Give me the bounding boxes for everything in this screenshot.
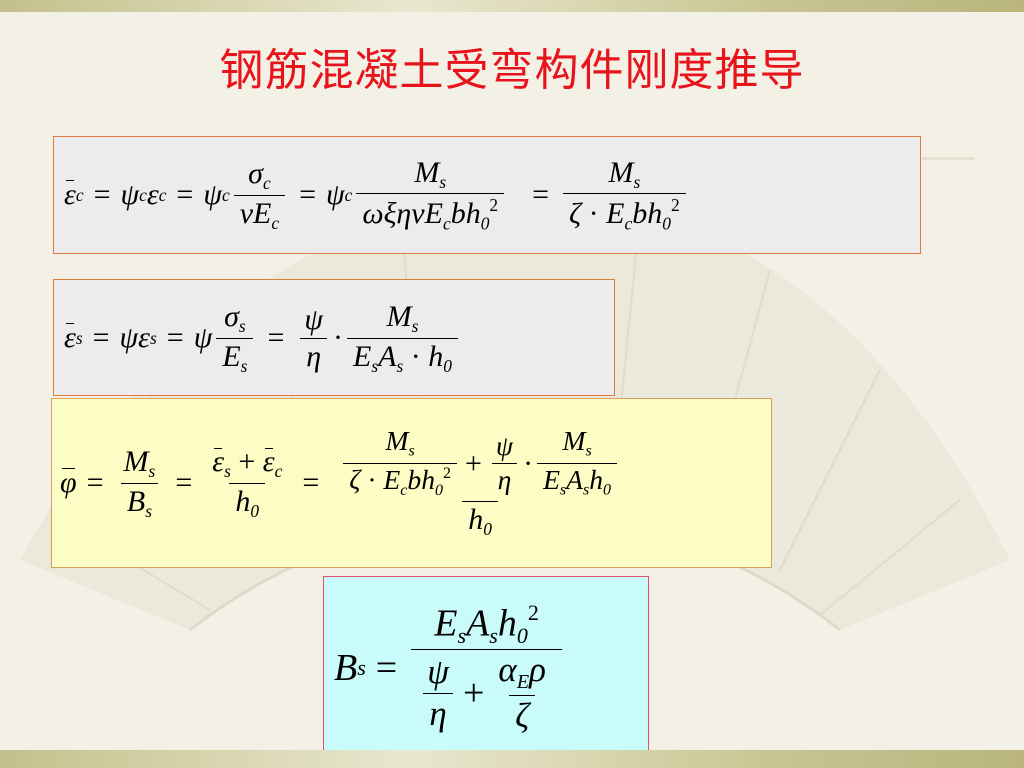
top-decor-band <box>0 0 1024 12</box>
bottom-decor-band <box>0 750 1024 768</box>
slide-title: 钢筋混凝土受弯构件刚度推导 <box>219 45 805 96</box>
decorative-line <box>922 157 974 160</box>
